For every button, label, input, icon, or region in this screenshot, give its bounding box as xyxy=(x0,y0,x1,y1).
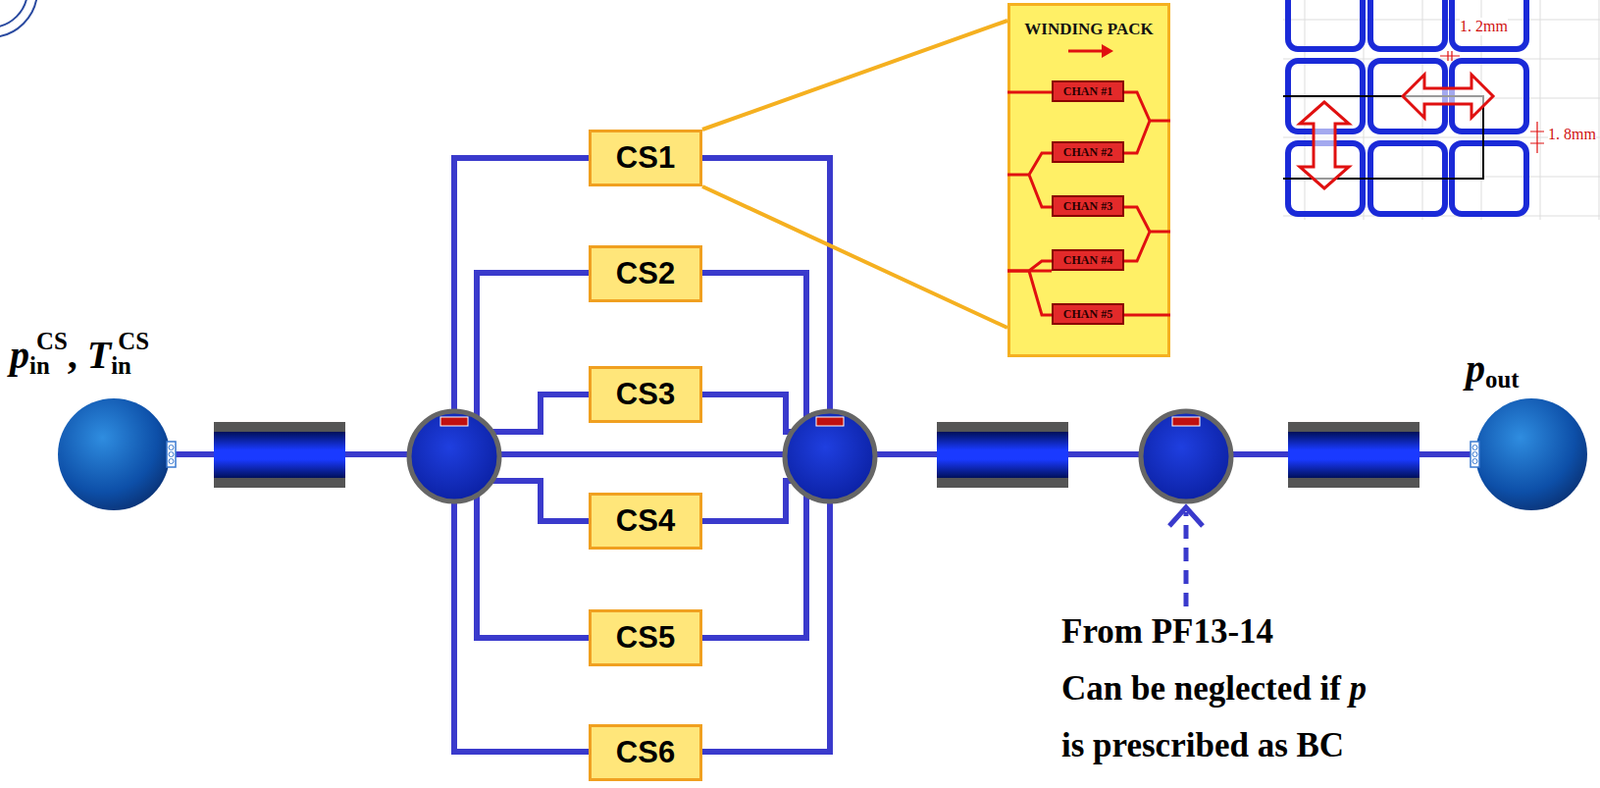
note-text: From PF13-14 xyxy=(1061,612,1274,651)
note-line: is prescribed as BC xyxy=(1061,725,1344,766)
subscript: out xyxy=(1485,365,1519,393)
channel-box: CHAN #2 xyxy=(1051,141,1125,163)
winding-pack: WINDING PACK CHAN #1 CHAN #2 CHAN #3 CHAN #4… xyxy=(1007,2,1171,358)
cs-module: CS6 xyxy=(588,723,703,781)
node-label: CHAN #2 xyxy=(1063,145,1113,160)
logo-fragment xyxy=(0,0,38,38)
cs-module: CS4 xyxy=(588,492,703,550)
node-label: CHAN #5 xyxy=(1063,307,1113,322)
dimension: 1. 8mm xyxy=(1548,125,1597,144)
node-label: CHAN #4 xyxy=(1063,253,1113,268)
cs-piping xyxy=(156,157,1492,752)
dimension-text: 1. 8mm xyxy=(1548,125,1597,143)
subscript: in xyxy=(110,352,132,379)
variable: T xyxy=(87,332,111,377)
dashed-arrow xyxy=(1169,507,1203,607)
pack-title: WINDING PACK xyxy=(1010,19,1168,40)
node-label: CS1 xyxy=(616,140,675,176)
superscript: CS xyxy=(36,327,68,355)
channel-box: CHAN #4 xyxy=(1051,249,1125,271)
channel-box: CHAN #1 xyxy=(1051,80,1125,103)
cs-module: CS5 xyxy=(588,609,703,667)
cross-section-inset xyxy=(1283,0,1600,220)
note-line: Can be neglected ifp xyxy=(1061,669,1367,709)
node-label: CS2 xyxy=(616,256,675,292)
channel-box: CHAN #5 xyxy=(1051,303,1125,325)
node-label: CHAN #1 xyxy=(1063,84,1113,100)
note-text: Can be neglected if xyxy=(1061,669,1342,708)
variable: p xyxy=(1349,669,1368,708)
node-label: CS5 xyxy=(616,619,675,656)
separator: , xyxy=(67,332,78,377)
dimension-text: 1. 2mm xyxy=(1459,17,1508,35)
node-label: CS6 xyxy=(616,734,675,771)
variable: p xyxy=(9,332,30,377)
channel-box: CHAN #3 xyxy=(1051,195,1125,217)
zoom-callout-line xyxy=(702,20,1008,328)
cs-module: CS3 xyxy=(588,365,703,423)
node-label: CS4 xyxy=(616,503,675,539)
cs-module: CS1 xyxy=(588,129,703,187)
cs-module: CS2 xyxy=(588,245,703,303)
node-label: CS3 xyxy=(616,376,675,413)
note-text: is prescribed as BC xyxy=(1061,725,1344,765)
superscript: CS xyxy=(117,327,150,355)
dimension: 1. 2mm xyxy=(1459,17,1508,36)
variable: p xyxy=(1465,346,1486,391)
inlet-bc-label: pinCS,TinCS xyxy=(9,327,150,380)
node-label: CHAN #3 xyxy=(1063,199,1113,214)
outlet-bc-label: pout xyxy=(1465,345,1519,394)
junction xyxy=(409,411,1232,502)
note-line: From PF13-14 xyxy=(1061,612,1274,652)
reservoir xyxy=(57,398,1588,511)
subscript: in xyxy=(29,352,51,379)
